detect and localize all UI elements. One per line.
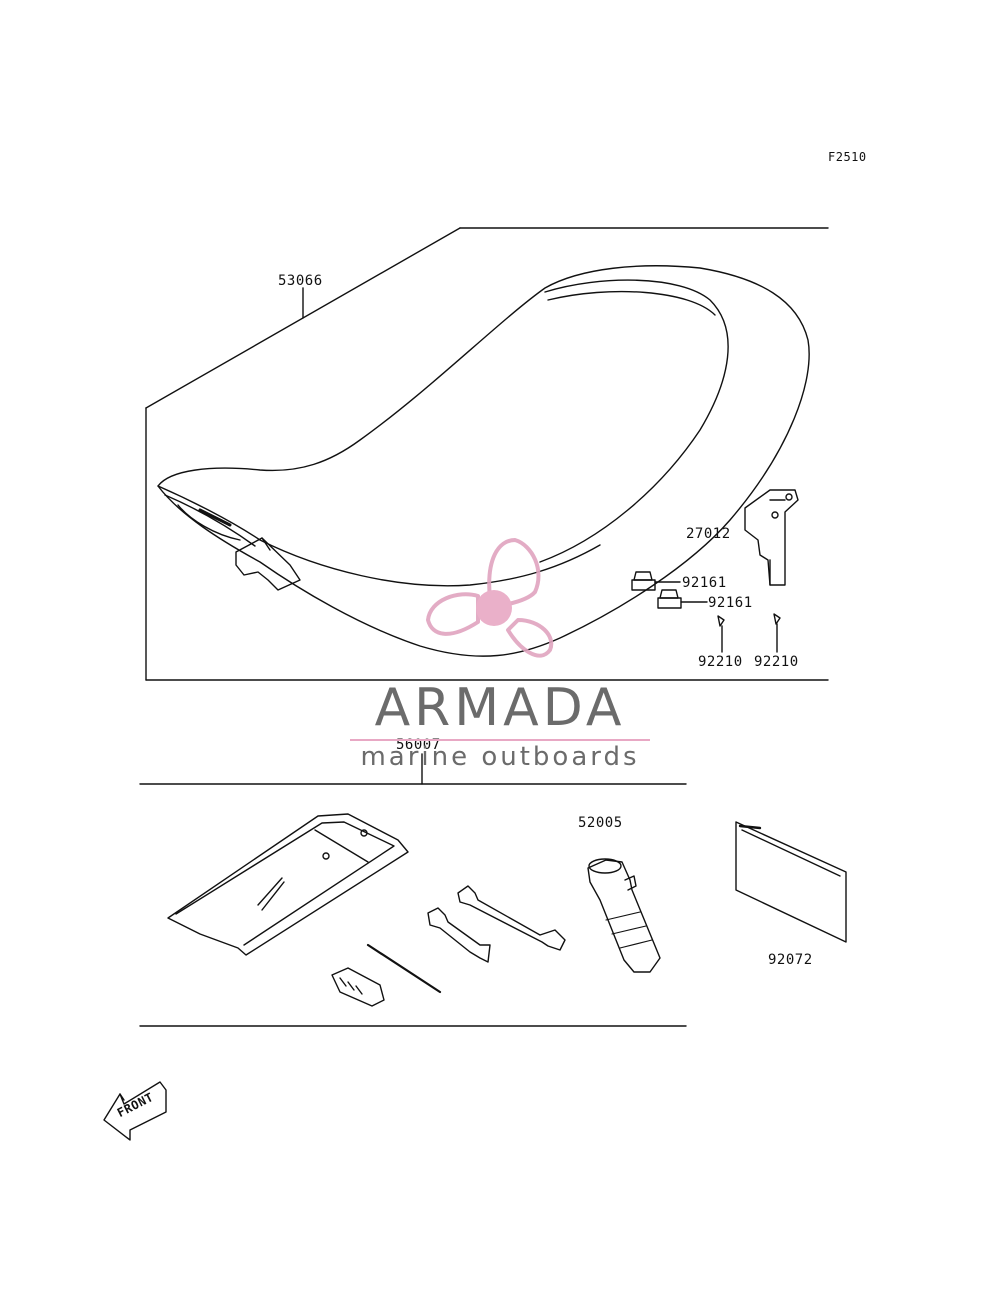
leader-lines bbox=[302, 287, 778, 785]
clip-drawings bbox=[717, 613, 781, 627]
seat-drawing bbox=[157, 265, 810, 657]
wrench-drawings bbox=[331, 885, 566, 1007]
part-label-tool-kit: 56007 bbox=[396, 737, 441, 753]
part-label-manual: 92072 bbox=[768, 952, 813, 968]
part-label-damper-a: 92161 bbox=[682, 575, 727, 591]
manual-drawing bbox=[735, 821, 847, 943]
part-label-clip-b: 92210 bbox=[754, 654, 799, 670]
watermark-tagline: marine outboards bbox=[360, 742, 640, 772]
part-label-seat: 53066 bbox=[278, 273, 323, 289]
bracket-drawing bbox=[744, 489, 799, 586]
toolkit-frame bbox=[139, 783, 687, 1027]
part-label-bracket: 27012 bbox=[686, 526, 731, 542]
pump-drawing bbox=[587, 858, 661, 973]
watermark-divider bbox=[350, 739, 650, 741]
part-label-damper-b: 92161 bbox=[708, 595, 753, 611]
front-arrow-icon bbox=[103, 1081, 167, 1141]
part-label-clip-a: 92210 bbox=[698, 654, 743, 670]
diagram-code: F2510 bbox=[828, 150, 867, 164]
watermark-brand-name: ARMADA bbox=[374, 678, 626, 738]
propeller-logo-icon bbox=[426, 538, 554, 658]
part-label-pump: 52005 bbox=[578, 815, 623, 831]
tool-bag-drawing bbox=[167, 813, 409, 956]
damper-drawings bbox=[631, 571, 682, 609]
